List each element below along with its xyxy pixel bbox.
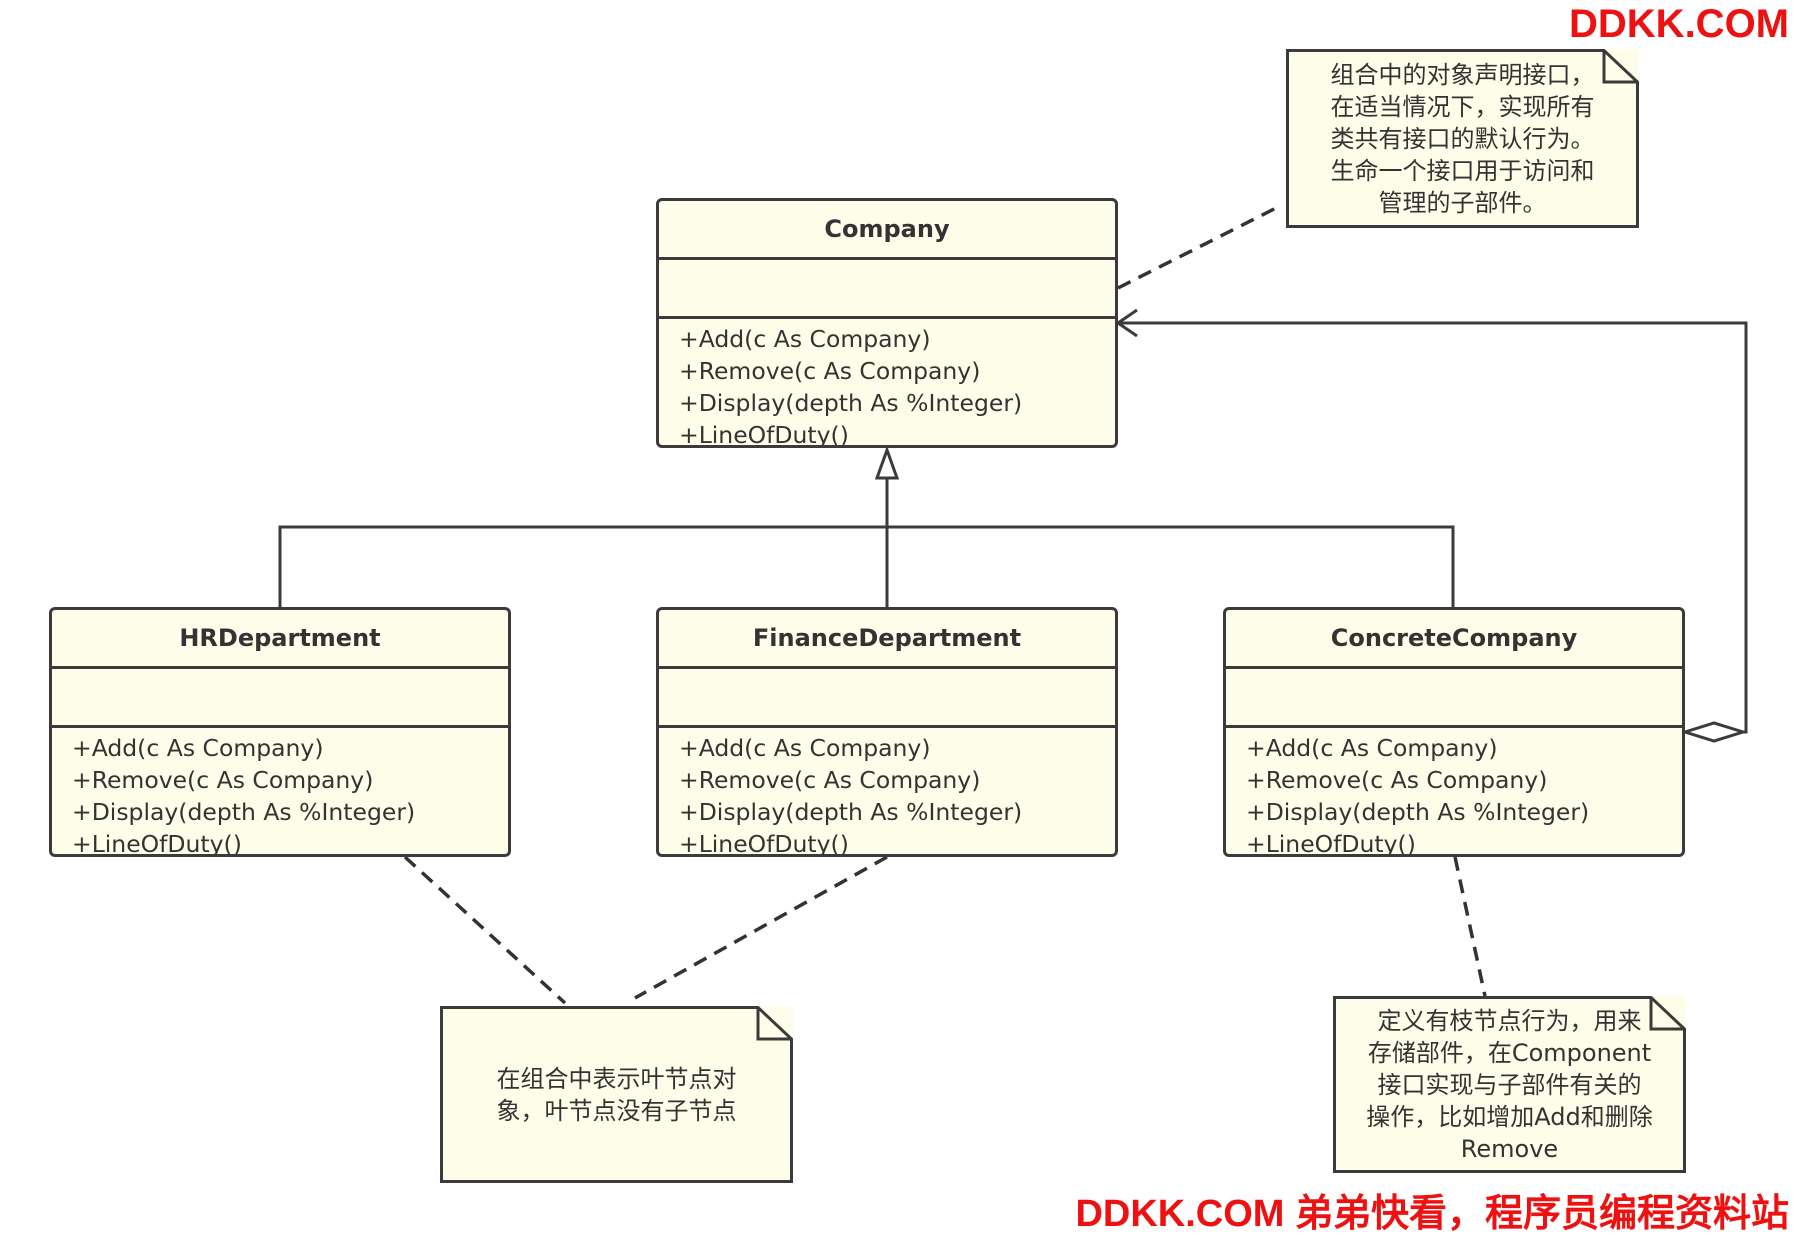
watermark-bottom: DDKK.COM 弟弟快看，程序员编程资料站 [1075, 1193, 1789, 1235]
class-concrete-company-operations: +Add(c As Company) +Remove(c As Company)… [1226, 728, 1682, 857]
note-line: 象，叶节点没有子节点 [496, 1096, 737, 1125]
note-link-composite [1453, 856, 1487, 997]
operation: +Display(depth As %Integer) [1246, 798, 1590, 826]
class-company-name: Company [659, 201, 1115, 260]
note-frame [1333, 996, 1686, 1173]
note-link-leaf-hr [403, 855, 567, 1005]
operation: +Remove(c As Company) [1246, 766, 1548, 794]
class-finance-department-operations: +Add(c As Company) +Remove(c As Company)… [659, 728, 1115, 857]
note-line: 组合中的对象声明接口， [1330, 60, 1595, 89]
operation: +LineOfDuty() [679, 421, 849, 448]
operation: +Add(c As Company) [1246, 734, 1498, 762]
class-hr-department-operations: +Add(c As Company) +Remove(c As Company)… [52, 728, 508, 857]
note-line: 在适当情况下，实现所有 [1330, 92, 1595, 121]
operation: +LineOfDuty() [679, 830, 849, 857]
class-finance-department[interactable]: FinanceDepartment +Add(c As Company) +Re… [656, 607, 1118, 857]
note-frame [1286, 49, 1639, 228]
generalization-branch-concrete [887, 525, 1455, 607]
class-company-operations: +Add(c As Company) +Remove(c As Company)… [659, 319, 1115, 448]
note-line: 接口实现与子部件有关的 [1377, 1070, 1642, 1099]
note-line: Remove [1460, 1134, 1559, 1163]
operation: +Add(c As Company) [72, 734, 324, 762]
note-line: 管理的子部件。 [1378, 188, 1547, 217]
class-concrete-company-attributes [1226, 669, 1682, 728]
generalization-arrowhead [874, 445, 900, 480]
class-company[interactable]: Company +Add(c As Company) +Remove(c As … [656, 198, 1118, 448]
note-link-component [1117, 203, 1283, 290]
note-composite[interactable]: 定义有枝节点行为，用来 存储部件，在Component 接口实现与子部件有关的 … [1333, 996, 1686, 1173]
note-composite-text: 定义有枝节点行为，用来 存储部件，在Component 接口实现与子部件有关的 … [1366, 1005, 1652, 1165]
class-hr-department[interactable]: HRDepartment +Add(c As Company) +Remove(… [49, 607, 511, 857]
watermark-top: DDKK.COM [1569, 2, 1789, 46]
note-component-text: 组合中的对象声明接口， 在适当情况下，实现所有 类共有接口的默认行为。 生命一个… [1331, 59, 1595, 219]
note-component[interactable]: 组合中的对象声明接口， 在适当情况下，实现所有 类共有接口的默认行为。 生命一个… [1286, 49, 1639, 228]
operation: +Remove(c As Company) [679, 357, 981, 385]
class-concrete-company-name: ConcreteCompany [1226, 610, 1682, 669]
operation: +Display(depth As %Integer) [679, 798, 1023, 826]
class-concrete-company[interactable]: ConcreteCompany +Add(c As Company) +Remo… [1223, 607, 1685, 857]
note-line: 定义有枝节点行为，用来 [1377, 1006, 1642, 1035]
note-line: 操作，比如增加Add和删除 [1366, 1102, 1653, 1131]
operation: +LineOfDuty() [1246, 830, 1416, 857]
note-leaf-text: 在组合中表示叶节点对 象，叶节点没有子节点 [497, 1063, 737, 1127]
operation: +Add(c As Company) [679, 734, 931, 762]
operation: +Remove(c As Company) [679, 766, 981, 794]
class-finance-department-attributes [659, 669, 1115, 728]
class-company-attributes [659, 260, 1115, 319]
class-finance-department-name: FinanceDepartment [659, 610, 1115, 669]
operation: +Remove(c As Company) [72, 766, 374, 794]
operation: +LineOfDuty() [72, 830, 242, 857]
note-link-leaf-finance [634, 855, 888, 1000]
aggregation-diamond [1679, 721, 1749, 743]
aggregation-arrowhead [1115, 308, 1138, 338]
note-line: 存储部件，在Component [1367, 1038, 1652, 1067]
note-line: 类共有接口的默认行为。 [1330, 124, 1595, 153]
operation: +Add(c As Company) [679, 325, 931, 353]
note-line: 生命一个接口用于访问和 [1330, 156, 1595, 185]
class-hr-department-name: HRDepartment [52, 610, 508, 669]
note-leaf[interactable]: 在组合中表示叶节点对 象，叶节点没有子节点 [440, 1006, 793, 1183]
generalization-branch-hr [278, 525, 887, 607]
class-hr-department-attributes [52, 669, 508, 728]
operation: +Display(depth As %Integer) [72, 798, 416, 826]
operation: +Display(depth As %Integer) [679, 389, 1023, 417]
note-frame [440, 1006, 793, 1183]
note-line: 在组合中表示叶节点对 [496, 1064, 737, 1093]
